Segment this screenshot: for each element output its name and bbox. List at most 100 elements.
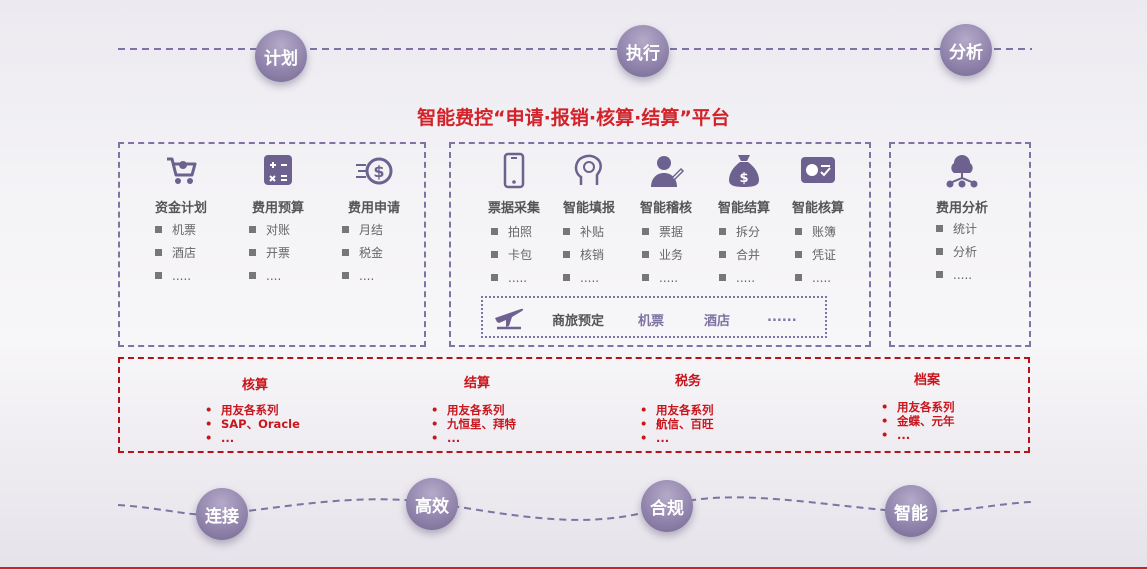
booking-item: ...... (767, 310, 797, 325)
list-item: 业务 (642, 244, 683, 267)
network-icon (942, 151, 982, 191)
exec-col-account: 智能核算 (782, 151, 854, 216)
stage-connect-circle: 连接 (196, 488, 248, 540)
stage-smart-circle: 智能 (885, 485, 937, 537)
exec-col-title: 智能结算 (717, 201, 770, 216)
brain-icon (569, 151, 609, 191)
booking-label: 商旅预定 (552, 314, 605, 329)
stage-compliant-circle: 合规 (641, 480, 693, 532)
list-item: 账簿 (795, 221, 836, 244)
plan-col-apply: $ 费用申请 (336, 151, 412, 216)
stage-execute-circle: 执行 (617, 25, 669, 77)
list-item: 统计 (936, 218, 977, 241)
list-item: •航信、百旺 (640, 417, 714, 431)
plan-apply-list: 月结 税金 .... (342, 219, 383, 288)
svg-text:$: $ (739, 171, 748, 186)
stage-analyze-circle: 分析 (940, 24, 992, 76)
list-item: 月结 (342, 219, 383, 242)
list-item: •九恒星、拜特 (431, 417, 516, 431)
plan-panel (118, 142, 426, 347)
list-item: ..... (936, 264, 977, 287)
exec-col-title: 智能填报 (562, 201, 615, 216)
list-item: ..... (491, 267, 532, 290)
plan-col-title: 费用申请 (347, 201, 400, 216)
stage-efficient-circle: 高效 (406, 478, 458, 530)
shopping-cart-icon (161, 151, 201, 191)
footer-line (0, 567, 1147, 569)
list-item: 对账 (249, 219, 290, 242)
list-item: 凭证 (795, 244, 836, 267)
travel-booking-bar: 商旅预定 机票 酒店 ...... (481, 296, 827, 338)
exec-account-list: 账簿 凭证 ..... (795, 221, 836, 290)
list-item: 机票 (155, 219, 196, 242)
exec-col-collect: 票据采集 (478, 151, 550, 216)
calculator-icon (258, 151, 298, 191)
list-item: •用友各系列 (431, 403, 505, 417)
exec-col-settle: $ 智能结算 (708, 151, 780, 216)
list-item: •... (431, 431, 461, 445)
analysis-list: 统计 分析 ..... (936, 218, 977, 287)
integration-box (118, 357, 1030, 453)
analysis-panel (889, 142, 1031, 347)
booking-item: 酒店 (704, 314, 731, 329)
auditor-icon (646, 151, 686, 191)
plane-icon (493, 304, 525, 334)
phone-icon (494, 151, 534, 191)
plan-col-title: 费用预算 (251, 201, 304, 216)
list-item: •用友各系列 (640, 403, 714, 417)
list-item: 拍照 (491, 221, 532, 244)
plan-col-title: 资金计划 (154, 201, 207, 216)
card-check-icon (798, 151, 838, 191)
exec-col-title: 票据采集 (487, 201, 540, 216)
integration-title: 结算 (463, 376, 490, 391)
list-item: 核销 (563, 244, 604, 267)
list-item: ..... (795, 267, 836, 290)
list-item: •... (640, 431, 670, 445)
svg-text:$: $ (373, 162, 384, 181)
list-item: 补贴 (563, 221, 604, 244)
analysis-title: 费用分析 (935, 201, 988, 216)
execute-panel (449, 142, 871, 347)
integration-title: 税务 (674, 374, 701, 389)
plan-col-budget: 费用预算 (240, 151, 316, 216)
exec-col-fill: 智能填报 (553, 151, 625, 216)
booking-item: 机票 (638, 314, 665, 329)
exec-audit-list: 票据 业务 ..... (642, 221, 683, 290)
list-item: .... (342, 265, 383, 288)
exec-col-title: 智能稽核 (639, 201, 692, 216)
exec-settle-list: 拆分 合并 ..... (719, 221, 760, 290)
integration-archive: 档案 •用友各系列 •金蝶、元年 •... (881, 369, 991, 442)
list-item: ..... (642, 267, 683, 290)
list-item: 税金 (342, 242, 383, 265)
plan-budget-list: 对账 开票 .... (249, 219, 290, 288)
integration-title: 核算 (241, 378, 268, 393)
exec-collect-list: 拍照 卡包 ..... (491, 221, 532, 290)
exec-fill-list: 补贴 核销 ..... (563, 221, 604, 290)
list-item: ..... (563, 267, 604, 290)
list-item: •... (881, 428, 911, 442)
list-item: •... (205, 431, 235, 445)
list-item: 票据 (642, 221, 683, 244)
list-item: .... (249, 265, 290, 288)
list-item: 合并 (719, 244, 760, 267)
list-item: 卡包 (491, 244, 532, 267)
list-item: 酒店 (155, 242, 196, 265)
integration-accounting: 核算 •用友各系列 •SAP、Oracle •... (205, 374, 315, 445)
exec-col-audit: 智能稽核 (630, 151, 702, 216)
list-item: •用友各系列 (205, 403, 279, 417)
list-item: 拆分 (719, 221, 760, 244)
list-item: ..... (719, 267, 760, 290)
plan-fund-list: 机票 酒店 ..... (155, 219, 196, 288)
list-item: •金蝶、元年 (881, 414, 955, 428)
list-item: ..... (155, 265, 196, 288)
list-item: 分析 (936, 241, 977, 264)
money-bag-icon: $ (724, 151, 764, 191)
plan-col-fund: 资金计划 (143, 151, 219, 216)
integration-settlement: 结算 •用友各系列 •九恒星、拜特 •... (431, 372, 541, 445)
list-item: 开票 (249, 242, 290, 265)
exec-col-title: 智能核算 (791, 201, 844, 216)
fast-money-icon: $ (354, 151, 394, 191)
platform-title: 智能费控“申请·报销·核算·结算”平台 (417, 107, 730, 129)
integration-title: 档案 (913, 373, 940, 388)
list-item: •SAP、Oracle (205, 417, 300, 431)
